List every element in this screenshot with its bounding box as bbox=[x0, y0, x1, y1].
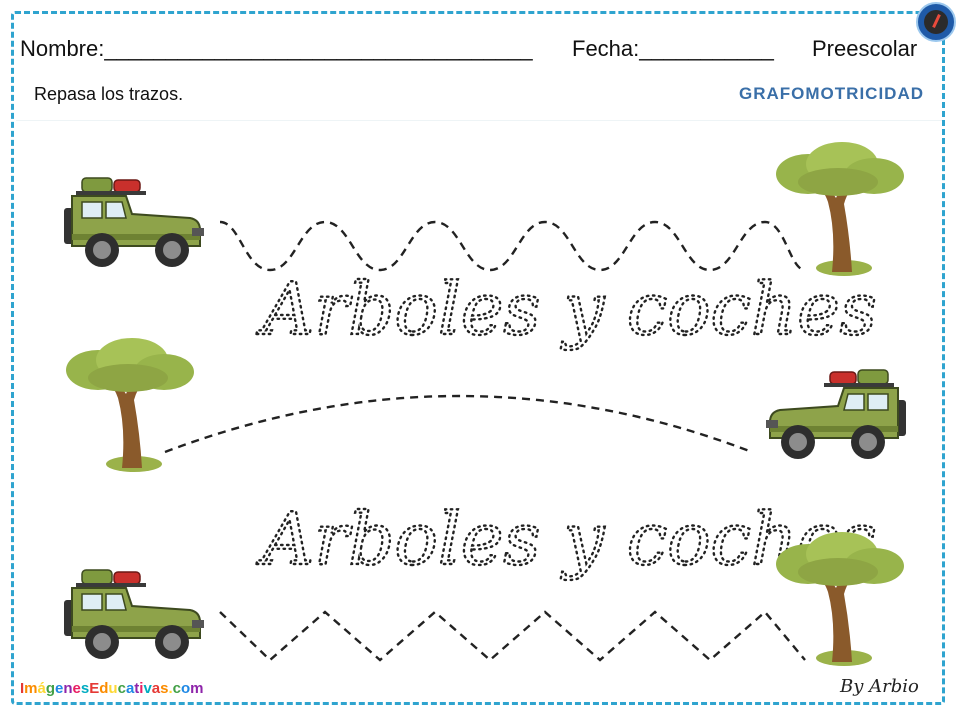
trace-wave-line bbox=[219, 220, 806, 272]
level-label: Preescolar bbox=[812, 36, 918, 61]
trace-arc-line bbox=[164, 394, 753, 454]
brand-logo: ImágenesEducativas.com bbox=[20, 680, 204, 697]
topic-label: GRAFOMOTRICIDAD bbox=[739, 84, 924, 103]
trace-phrase-2: Arboles y coches bbox=[256, 497, 877, 581]
header-line: Nombre:_________________________________… bbox=[20, 36, 917, 62]
instruction-text: Repasa los trazos. bbox=[34, 84, 184, 104]
name-field: Nombre:_________________________________… bbox=[20, 36, 533, 61]
trace-zigzag-line bbox=[219, 610, 806, 662]
acacia-tree-icon bbox=[66, 338, 194, 472]
acacia-tree-icon bbox=[776, 142, 904, 276]
header-divider bbox=[16, 120, 942, 121]
author-signature: By Arbio bbox=[840, 676, 919, 697]
acacia-tree-icon bbox=[776, 532, 904, 666]
jeep-icon bbox=[63, 177, 205, 268]
jeep-icon bbox=[765, 369, 907, 460]
school-logo-icon bbox=[916, 2, 956, 42]
trace-phrase-1: Arboles y coches bbox=[256, 267, 877, 351]
jeep-icon bbox=[63, 569, 205, 660]
worksheet-border bbox=[11, 11, 945, 705]
date-field: Fecha:___________ bbox=[572, 36, 774, 61]
